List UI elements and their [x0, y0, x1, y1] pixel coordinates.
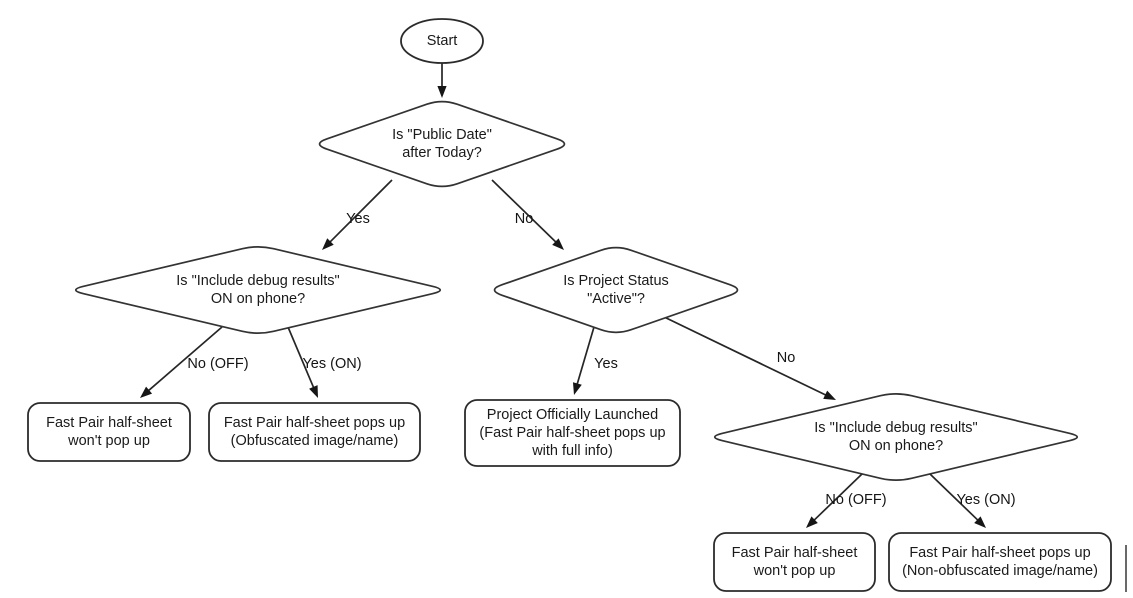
decision-include-debug-right: Is "Include debug results"ON on phone?: [713, 393, 1079, 481]
edge-project-status-yes-label: Yes: [594, 356, 618, 372]
decision-public-date-label: Is "Public Date"after Today?: [392, 127, 492, 161]
start-node: Start: [400, 18, 484, 64]
start-node-label: Start: [427, 33, 458, 49]
outcome-left-obfuscated-shape: [208, 402, 421, 462]
edge-project-status-yes-line: [576, 326, 595, 386]
nodes-layer: Start Is "Public Date"after Today? Is "Inc…: [27, 18, 1112, 592]
edge-public-date-yes-arrowhead: [322, 238, 334, 250]
edge-debug-left-no-off: [140, 326, 223, 398]
edge-debug-left-no-off-line: [147, 326, 223, 393]
edge-public-date-yes-label: Yes: [346, 211, 370, 227]
outcome-left-obfuscated: Fast Pair half-sheet pops up(Obfuscated …: [208, 402, 421, 462]
edge-debug-right-no-off-label: No (OFF): [825, 492, 886, 508]
edge-debug-left-yes-on-arrowhead: [309, 385, 318, 398]
decision-public-date-shape: [318, 100, 566, 188]
outcome-right-no-popup-shape: [713, 532, 876, 592]
edge-public-date-no-arrowhead: [552, 238, 564, 250]
edge-public-date-no-label: No: [515, 211, 534, 227]
decision-public-date: Is "Public Date"after Today?: [318, 100, 566, 188]
edge-public-date-no: [491, 179, 564, 250]
edge-debug-left-yes-on: [287, 326, 318, 398]
edge-debug-left-yes-on-line: [287, 326, 315, 390]
edge-project-status-no-line: [659, 314, 828, 397]
edge-debug-right-yes-on-label: Yes (ON): [956, 492, 1015, 508]
edge-start-to-public-date-arrowhead: [437, 86, 447, 98]
outcome-left-no-popup-shape: [27, 402, 191, 462]
decision-project-status-label: Is Project Status"Active"?: [563, 273, 669, 307]
edge-debug-left-yes-on-label: Yes (ON): [302, 356, 361, 372]
edge-public-date-yes-line: [328, 179, 393, 244]
outcome-right-non-obfuscated-label: Fast Pair half-sheet pops up(Non-obfusca…: [902, 545, 1098, 579]
decision-include-debug-right-label: Is "Include debug results"ON on phone?: [814, 420, 977, 454]
outcome-project-launched-label: Project Officially Launched(Fast Pair ha…: [479, 407, 665, 459]
edge-debug-left-no-off-arrowhead: [140, 386, 153, 398]
decision-include-debug-left-label: Is "Include debug results"ON on phone?: [176, 273, 339, 307]
outcome-right-non-obfuscated-shape: [888, 532, 1112, 592]
edge-debug-right-no-off: [806, 473, 863, 528]
edge-project-status-no: [659, 314, 836, 400]
edge-start-to-public-date: [437, 63, 447, 98]
edge-public-date-yes: [322, 179, 393, 250]
edges-layer: [140, 63, 986, 528]
decision-include-debug-right-shape: [713, 393, 1079, 481]
decision-project-status: Is Project Status"Active"?: [493, 246, 739, 334]
edge-project-status-no-label: No: [777, 350, 796, 366]
edge-debug-left-no-off-label: No (OFF): [187, 356, 248, 372]
decision-include-debug-left-shape: [74, 245, 442, 335]
decision-project-status-shape: [493, 246, 739, 334]
start-node-shape: [400, 18, 484, 64]
edge-debug-right-no-off-line: [812, 473, 863, 522]
outcome-project-launched-shape: [464, 399, 681, 467]
decision-include-debug-left: Is "Include debug results"ON on phone?: [74, 245, 442, 335]
edge-project-status-yes-arrowhead: [572, 382, 582, 395]
edge-debug-right-yes-on-line: [929, 473, 980, 522]
edge-debug-right-yes-on-arrowhead: [974, 516, 986, 528]
outcome-project-launched: Project Officially Launched(Fast Pair ha…: [464, 399, 681, 467]
edge-public-date-no-line: [491, 179, 558, 244]
edge-debug-right-no-off-arrowhead: [806, 516, 818, 528]
edge-project-status-no-arrowhead: [823, 390, 836, 400]
edge-project-status-yes: [572, 326, 595, 395]
edge-debug-right-yes-on: [929, 473, 986, 528]
outcome-left-obfuscated-label: Fast Pair half-sheet pops up(Obfuscated …: [224, 415, 405, 449]
outcome-right-non-obfuscated: Fast Pair half-sheet pops up(Non-obfusca…: [888, 532, 1112, 592]
